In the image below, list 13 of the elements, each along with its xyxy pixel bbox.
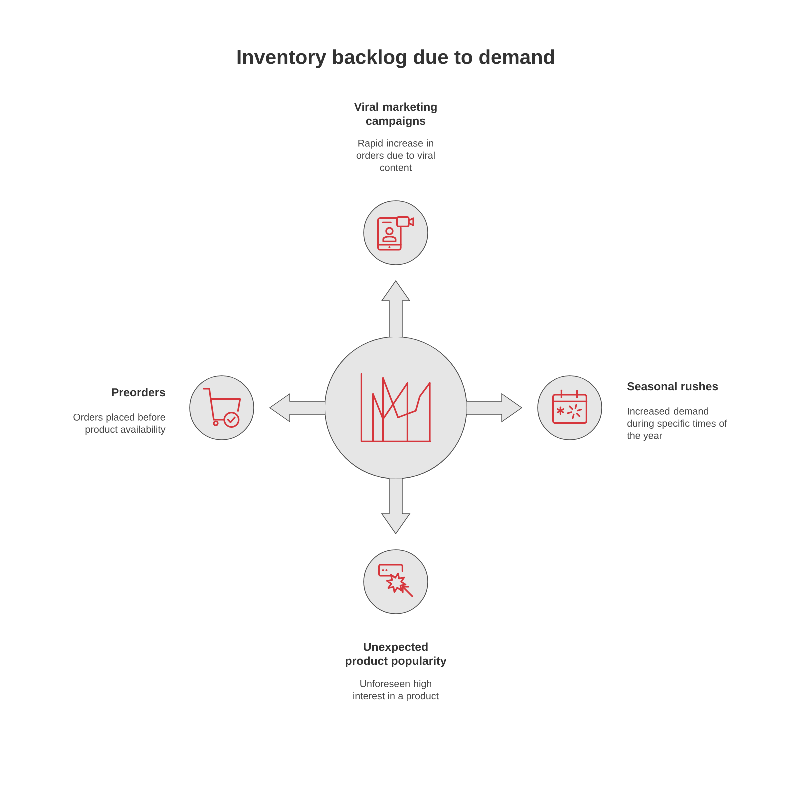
heading: Viral marketing campaigns <box>354 102 437 128</box>
block-arrow <box>381 478 411 535</box>
title: Inventory backlog due to demand <box>238 50 554 68</box>
block-arrow <box>269 393 326 423</box>
heading: Seasonal rushes <box>628 382 718 391</box>
heading: Unexpected product popularity <box>346 642 447 668</box>
description: Orders placed before product availability <box>74 414 166 436</box>
block-arrow <box>381 280 411 338</box>
heading: Preorders <box>112 388 166 397</box>
description: Rapid increase in orders due to viral content <box>356 140 435 172</box>
block-arrow <box>466 393 523 423</box>
description: Unforeseen high interest in a product <box>354 680 439 702</box>
description: Increased demand during specific times of the year <box>627 408 728 442</box>
